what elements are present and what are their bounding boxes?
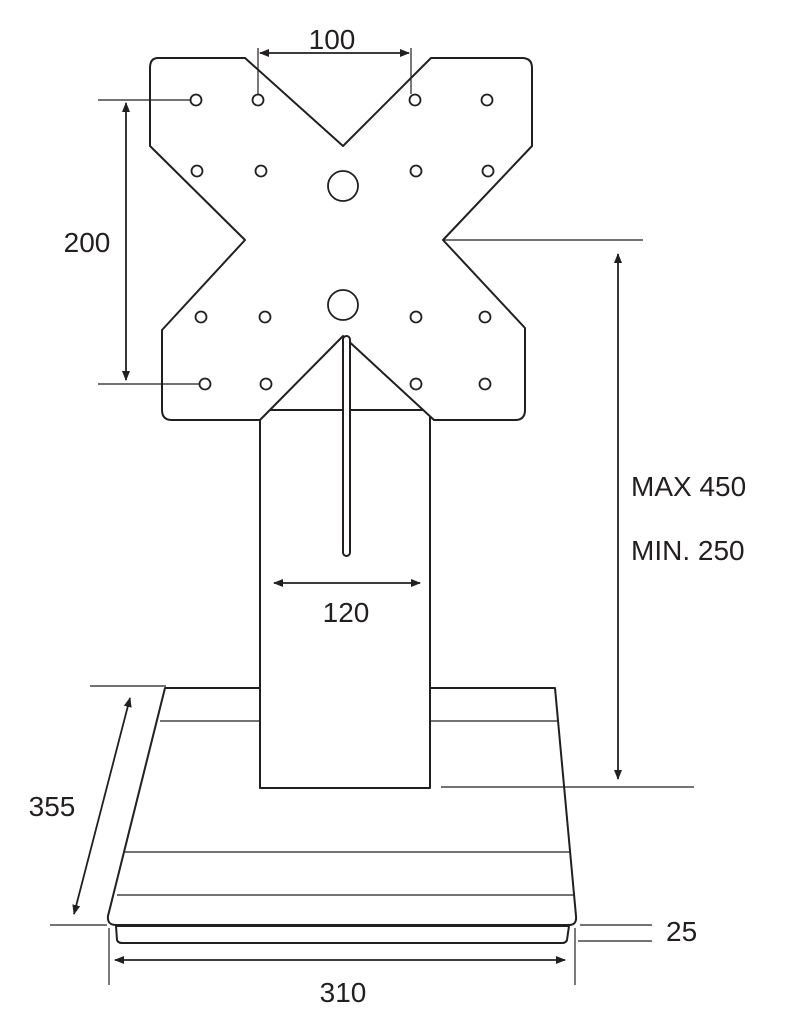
mounting-hole — [194, 310, 208, 324]
center-hole-lower — [327, 289, 359, 321]
dimension-base-thickness: 25 — [578, 916, 697, 947]
dimension-vesa-vertical: 200 — [64, 99, 199, 385]
mounting-hole — [409, 310, 423, 324]
vesa-x-plate — [149, 57, 533, 421]
mounting-hole — [409, 164, 423, 178]
dimension-label-min-height: MIN. 250 — [631, 535, 745, 566]
dimension-label-max-height: MAX 450 — [631, 471, 746, 502]
height-adjust-slot — [342, 335, 351, 557]
base-bottom-plate — [115, 925, 570, 944]
mounting-hole — [480, 93, 494, 107]
dimension-vesa-horizontal: 100 — [257, 24, 412, 94]
mounting-hole — [409, 377, 423, 391]
mounting-hole — [478, 310, 492, 324]
dimension-arrow — [72, 697, 132, 915]
mounting-holes — [189, 93, 495, 391]
mounting-hole — [189, 93, 203, 107]
dimension-label-200: 200 — [64, 227, 111, 258]
dimension-label-25: 25 — [666, 916, 697, 947]
mounting-hole — [481, 164, 495, 178]
dimension-column-width: 120 — [273, 579, 421, 628]
dimension-label-120: 120 — [323, 597, 370, 628]
mounting-hole — [478, 377, 492, 391]
mounting-hole — [258, 310, 272, 324]
dimension-label-355: 355 — [29, 791, 76, 822]
dimension-base-width: 310 — [108, 928, 576, 1008]
base-plate — [106, 687, 578, 944]
mounting-hole — [259, 377, 273, 391]
mounting-hole — [251, 93, 265, 107]
mounting-hole — [254, 164, 268, 178]
mounting-hole — [408, 93, 422, 107]
dimension-label-100: 100 — [309, 24, 356, 55]
dimension-base-depth: 355 — [29, 685, 166, 926]
mounting-hole — [190, 164, 204, 178]
dimension-height: MAX 450 MIN. 250 — [441, 239, 746, 788]
center-hole-upper — [327, 170, 359, 202]
mounting-hole — [198, 377, 212, 391]
dimension-label-310: 310 — [320, 977, 367, 1008]
base-body — [106, 687, 578, 926]
vesa-plate — [149, 57, 533, 557]
